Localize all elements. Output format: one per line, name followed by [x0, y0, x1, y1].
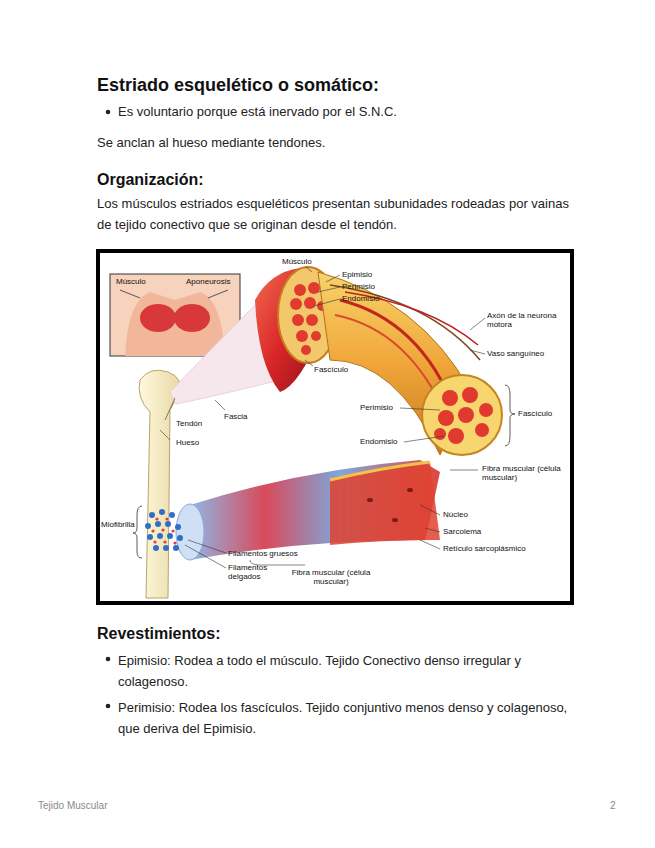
part-label: Endomisio — [360, 437, 397, 446]
part-label: Tendón — [176, 419, 202, 428]
bullet-text: Epimisio: Rodea a todo el músculo. Tejid… — [118, 650, 568, 692]
part-label: Fibra muscular (célula muscular) — [482, 464, 562, 482]
body-text: Los músculos estriados esqueléticos pres… — [97, 193, 569, 235]
part-label: Perimisio — [360, 403, 393, 412]
section-heading: Revestimientos: — [97, 624, 221, 644]
part-label: Sarcolema — [443, 527, 481, 536]
part-label: Músculo — [282, 257, 312, 266]
bullet-text: Perimisio: Rodea los fascículos. Tejido … — [118, 697, 570, 739]
inset-label: Aponeurosis — [186, 277, 230, 286]
part-label: Filamentos delgados — [228, 563, 280, 581]
part-label: Epimisio — [342, 270, 372, 279]
body-text: Se anclan al hueso mediante tendones. — [97, 135, 567, 151]
part-label: Retículo sarcoplásmico — [443, 544, 526, 553]
part-label: Fascia — [224, 412, 248, 421]
part-label: Filamentos gruesos — [228, 549, 298, 558]
bullet-text: Es voluntario porque está inervado por e… — [118, 104, 568, 120]
part-label: Fascículo — [518, 409, 552, 418]
part-label: Miofibrilla — [101, 520, 135, 529]
part-label: Fascículo — [314, 365, 348, 374]
part-label: Axón de la neurona motora — [487, 311, 561, 329]
part-label: Núcleo — [443, 510, 468, 519]
page-footer: Tejido Muscular — [38, 800, 107, 813]
page-number: 2 — [610, 800, 616, 813]
part-label: Perimisio — [342, 282, 375, 291]
part-label: Endomisio — [342, 294, 379, 303]
part-label: Vaso sanguíneo — [487, 349, 544, 358]
inset-label: Músculo — [116, 277, 146, 286]
part-label: Fibra muscular (célula muscular) — [290, 568, 372, 586]
section-heading: Organización: — [97, 170, 204, 190]
page-heading: Estriado esquelético o somático: — [97, 74, 379, 97]
part-label: Hueso — [176, 438, 199, 447]
